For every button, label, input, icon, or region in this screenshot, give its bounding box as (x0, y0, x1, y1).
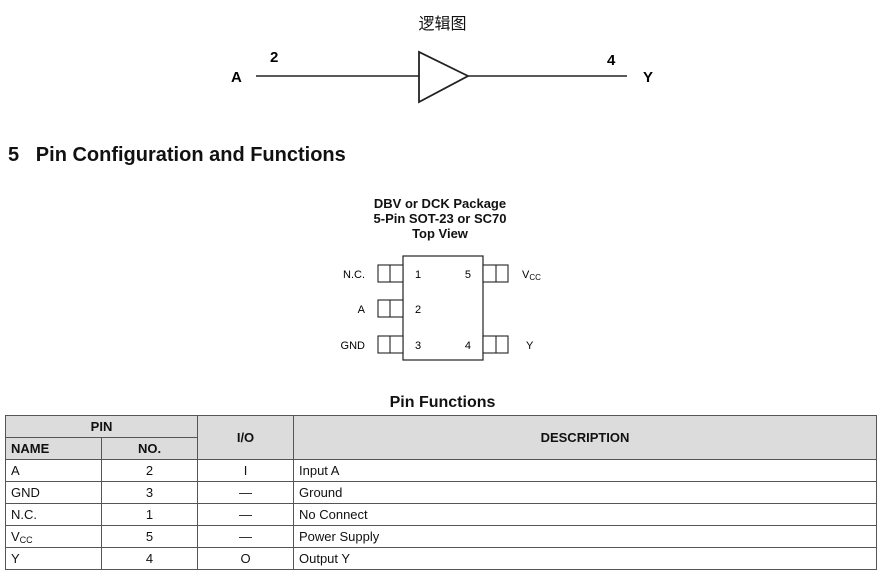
package-title-line: DBV or DCK Package (373, 196, 507, 211)
pin-io-cell: O (197, 547, 294, 570)
pin-4-name: Y (526, 340, 534, 352)
section-title: 5 Pin Configuration and Functions (8, 144, 346, 166)
pin-5-name: VCC (522, 269, 541, 282)
pin-2-number: 2 (415, 304, 421, 316)
table-row: VCC 5 — Power Supply (5, 525, 877, 548)
pin-number-cell: 3 (101, 481, 198, 504)
pin-number-cell: 4 (101, 547, 198, 570)
pin-description-cell: Ground (293, 481, 877, 504)
pin-description-cell: Power Supply (293, 525, 877, 548)
pin-name-cell: GND (5, 481, 102, 504)
pin-3-number: 3 (415, 340, 421, 352)
pin-1-name: N.C. (343, 269, 365, 281)
package-title-line: Top View (412, 226, 468, 241)
package-title: DBV or DCK Package 5-Pin SOT-23 or SC70 … (340, 196, 540, 241)
pin-description-cell: Output Y (293, 547, 877, 570)
pin-io-cell: I (197, 459, 294, 482)
pin-2-name: A (358, 304, 366, 316)
pin-io-cell: — (197, 481, 294, 504)
logic-diagram-title: 逻辑图 (418, 16, 467, 33)
table-row: Y 4 O Output Y (5, 547, 877, 570)
pin-name-cell: VCC (5, 525, 102, 548)
pin-name-cell: A (5, 459, 102, 482)
number-header: NO. (101, 437, 198, 460)
pin-5: 5 VCC (465, 264, 541, 283)
pin-number-cell: 1 (101, 503, 198, 526)
package-title-line: 5-Pin SOT-23 or SC70 (373, 211, 507, 226)
pin-3-name: GND (341, 340, 366, 352)
table-row: A 2 I Input A (5, 459, 877, 482)
pin-name-cell: Y (5, 547, 102, 570)
pin-io-cell: — (197, 503, 294, 526)
package-body (402, 255, 484, 361)
pin-io-cell: — (197, 525, 294, 548)
pin-4-number: 4 (465, 340, 471, 352)
pin-functions-table: PIN I/O DESCRIPTION NAME NO. A 2 I Input… (5, 415, 877, 570)
io-header: I/O (197, 415, 294, 460)
pin-4: 4 Y (465, 335, 534, 354)
pin-functions-title: Pin Functions (389, 394, 496, 411)
table-row: N.C. 1 — No Connect (5, 503, 877, 526)
output-label: Y (643, 69, 653, 86)
pin-2: A 2 (358, 299, 421, 318)
pin-number-cell: 5 (101, 525, 198, 548)
name-header: NAME (5, 437, 102, 460)
pin-1: N.C. 1 (343, 264, 421, 283)
pin-number-cell: 2 (101, 459, 198, 482)
buffer-gate-symbol (418, 50, 470, 104)
pin-description-cell: Input A (293, 459, 877, 482)
pin-description-cell: No Connect (293, 503, 877, 526)
pin-1-number: 1 (415, 269, 421, 281)
pin-3: GND 3 (341, 335, 421, 354)
input-pin-number: 2 (270, 49, 278, 66)
pin-5-number: 5 (465, 269, 471, 281)
pin-group-header: PIN (5, 415, 198, 438)
output-pin-number: 4 (607, 52, 616, 69)
pin-name-cell: N.C. (5, 503, 102, 526)
logic-diagram: A 2 4 Y (231, 49, 653, 104)
input-label: A (231, 69, 242, 86)
description-header: DESCRIPTION (293, 415, 877, 460)
table-row: GND 3 — Ground (5, 481, 877, 504)
